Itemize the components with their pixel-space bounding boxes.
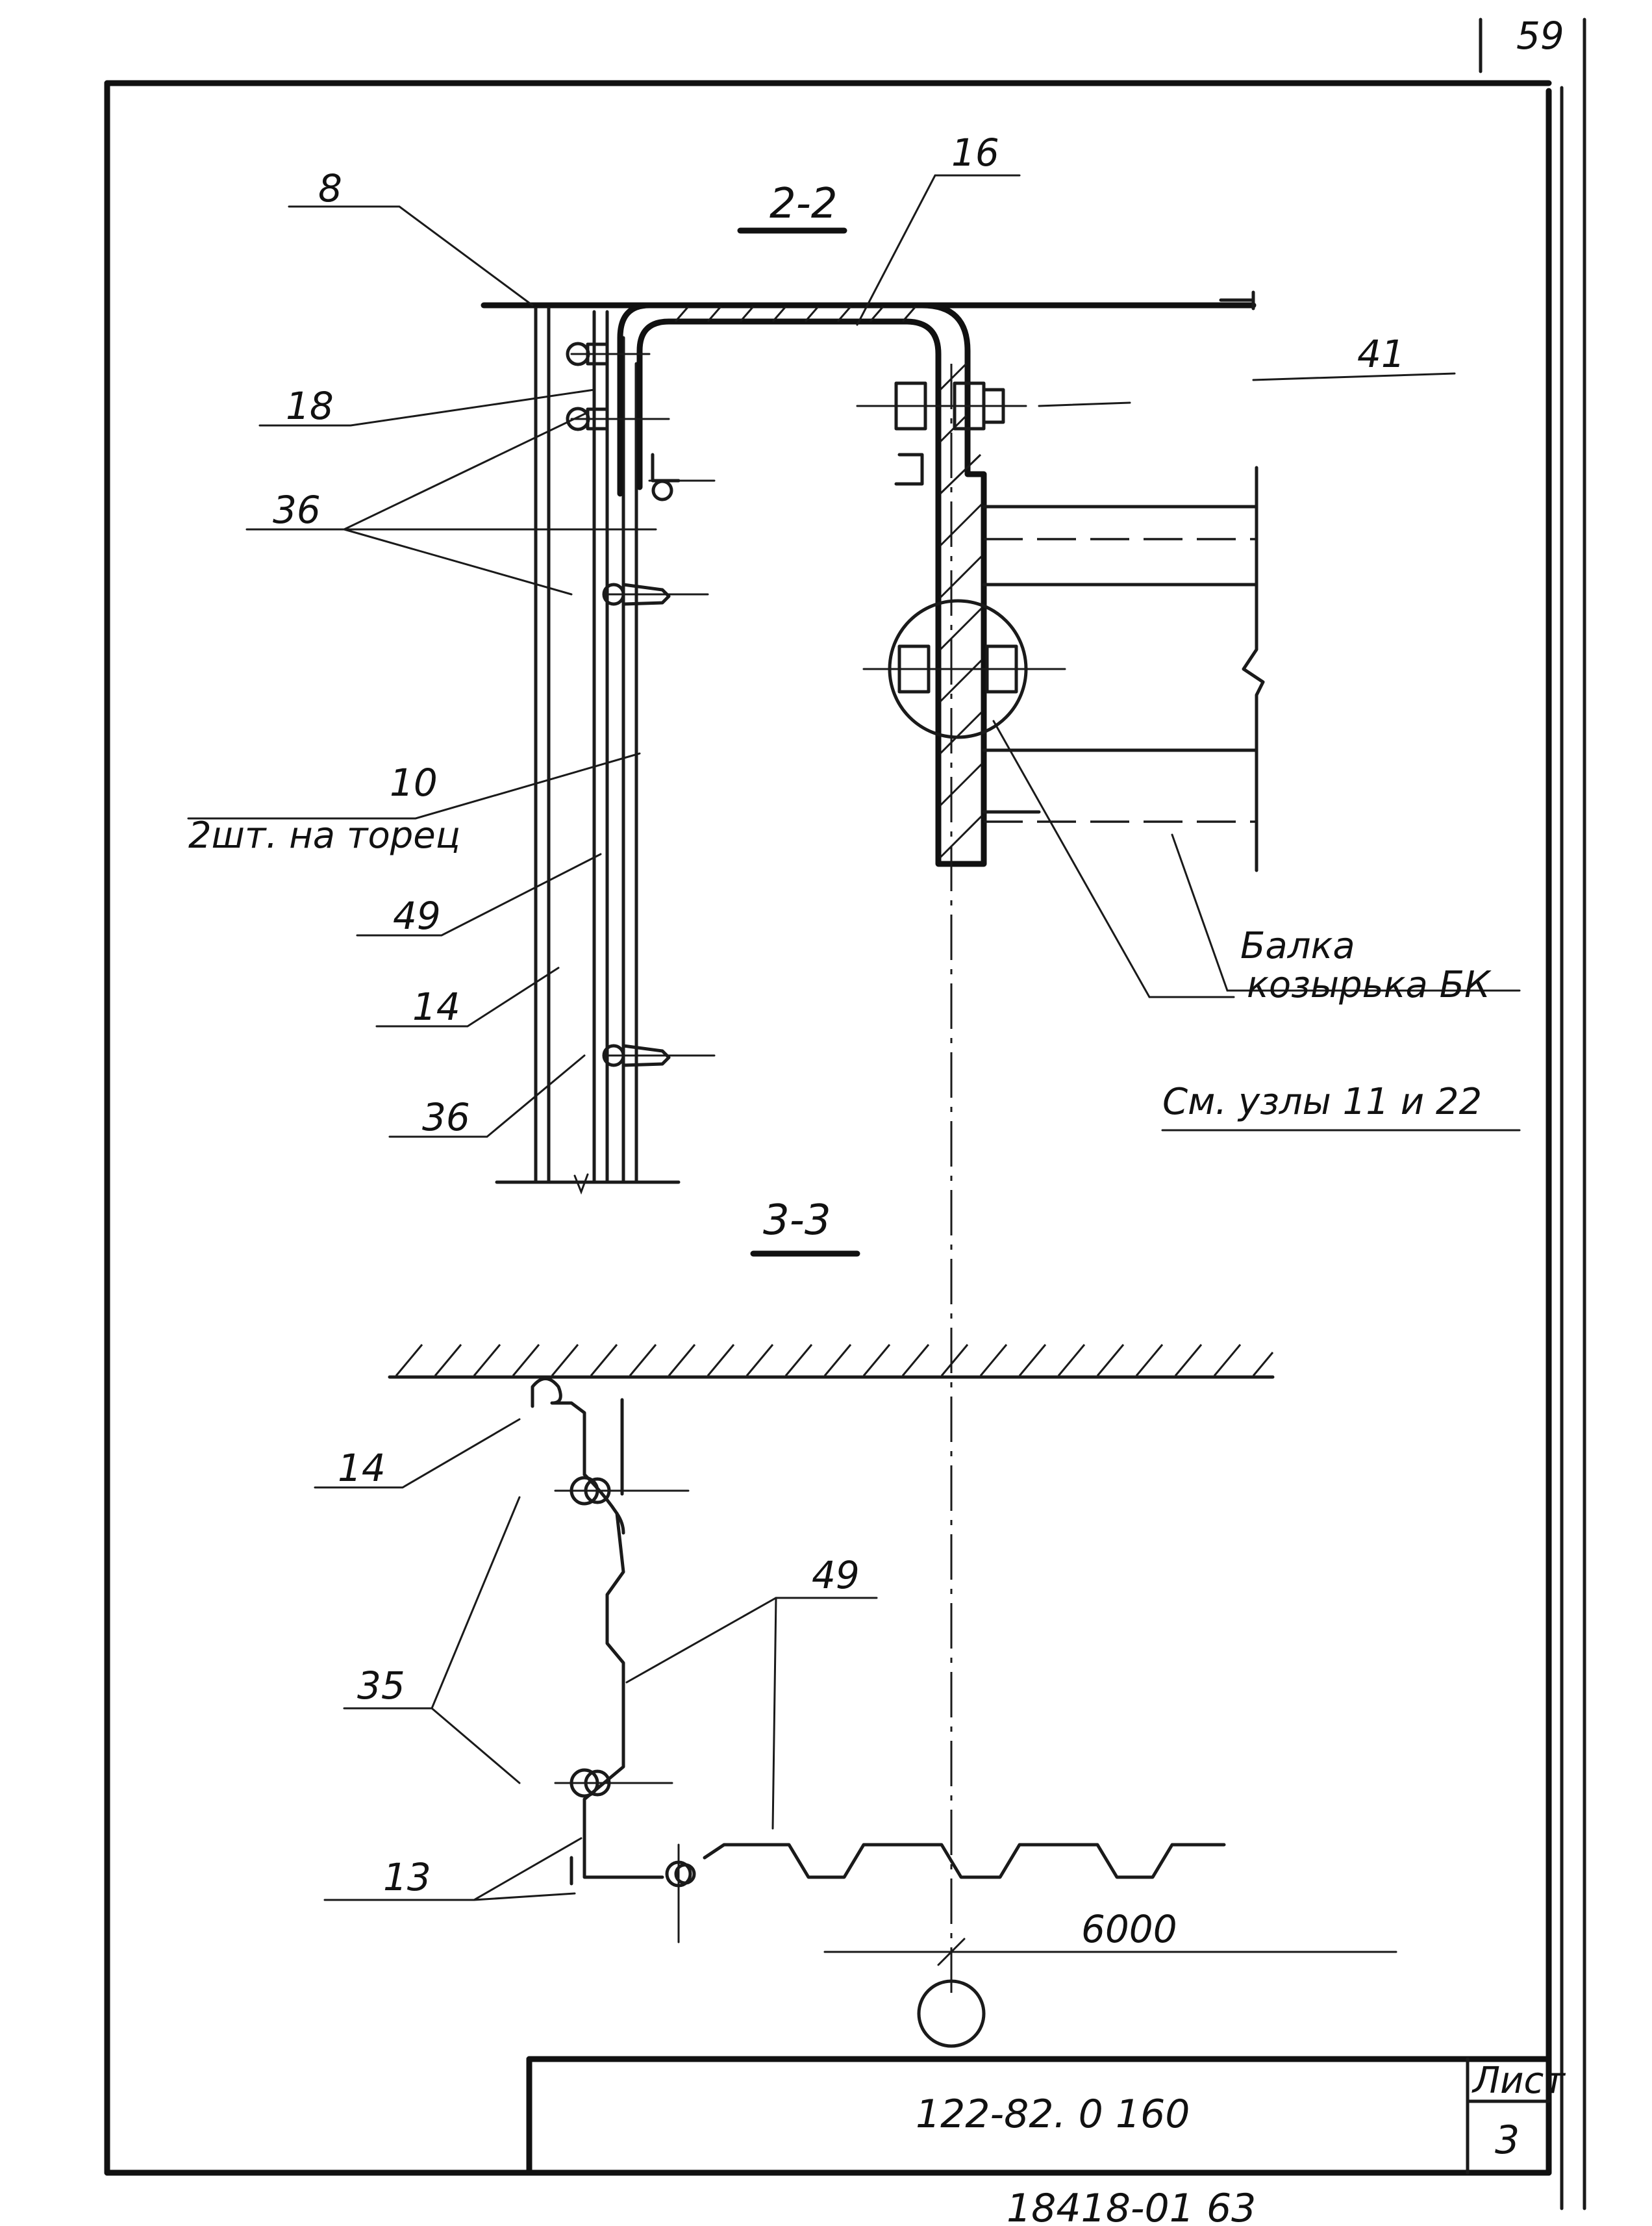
section-3-3-title: 3-3 (763, 1196, 831, 1245)
callout-49-top: 49 (393, 894, 441, 938)
leaders-2-2 (187, 174, 1521, 1138)
dimension-6000: 6000 (1081, 1907, 1177, 1951)
callout-14-top: 14 (412, 985, 460, 1029)
beam-label-line1: Балка (1240, 925, 1355, 967)
callout-18: 18 (286, 384, 334, 428)
callout-13: 13 (383, 1855, 431, 1899)
callout-10: 10 (390, 761, 438, 805)
callout-16: 16 (951, 131, 999, 175)
bolt-node-detail (862, 599, 1066, 739)
leaders-3-3 (314, 1418, 878, 1901)
sheet-corner-number: 59 (1516, 14, 1564, 58)
profile-16-hatch (674, 306, 983, 859)
section-3-3-drawing (388, 1344, 1275, 2048)
beam-bk (982, 466, 1265, 872)
sheet-frame (104, 18, 1586, 2210)
sheet-label: Лист (1471, 2060, 1566, 2102)
title-block (526, 2056, 1552, 2176)
callout-35: 35 (357, 1663, 405, 1708)
nodes-reference: См. узлы 11 и 22 (1162, 1081, 1482, 1123)
callout-14-bottom: 14 (338, 1446, 386, 1490)
callout-8: 8 (318, 166, 342, 210)
callout-41: 41 (1357, 332, 1405, 376)
ceiling-hatch (395, 1344, 1274, 1376)
left-post-bolts (566, 342, 716, 1067)
document-code: 122-82. 0 160 (916, 2092, 1190, 2137)
callout-49-bottom: 49 (812, 1553, 860, 1597)
section-2-2-title: 2-2 (770, 180, 838, 228)
callout-10-note: 2шт. на торец (188, 815, 460, 857)
callout-36-top: 36 (273, 488, 321, 532)
callout-36-bottom: 36 (422, 1095, 470, 1139)
sheet-number: 3 (1495, 2118, 1520, 2163)
section-2-2-drawing (481, 290, 1265, 2001)
beam-label-line2: козырька БК (1247, 964, 1492, 1006)
footer-number: 18418-01 63 (1007, 2186, 1256, 2226)
bolt-41 (856, 381, 1027, 431)
